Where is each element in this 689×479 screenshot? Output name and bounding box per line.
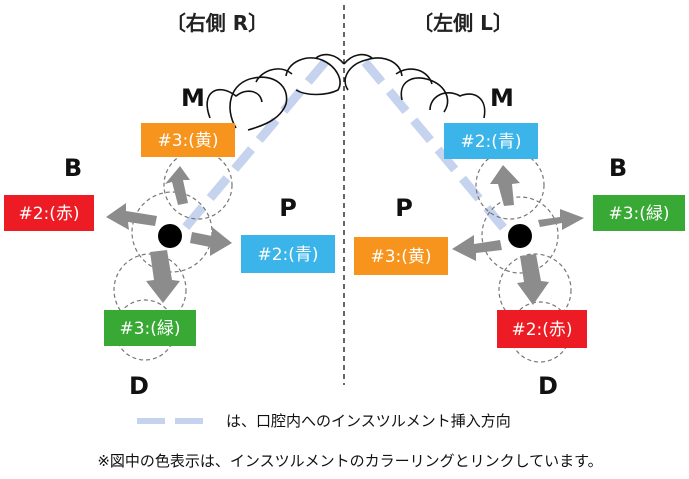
arrow-shape xyxy=(452,235,502,261)
direction-p-left: P xyxy=(395,194,413,222)
tooth-outline xyxy=(255,68,293,83)
label-right-b: #2:(赤) xyxy=(4,195,94,231)
direction-p-right: P xyxy=(279,194,297,222)
side-title-left: 〔左側 L〕 xyxy=(413,11,513,35)
direction-m-left: M xyxy=(490,84,514,112)
tooth-outline xyxy=(400,77,449,113)
label-left-b: #3:(緑) xyxy=(593,195,685,231)
label-left-p: #3:(黄) xyxy=(354,237,448,275)
tooth-outline xyxy=(206,88,263,119)
label-right-d: #3:(緑) xyxy=(104,310,196,346)
direction-b-left: B xyxy=(609,154,627,182)
tooth-arch xyxy=(206,53,486,131)
arrow-shape xyxy=(106,203,157,230)
tooth-outline xyxy=(343,53,373,65)
tooth-outline xyxy=(315,53,345,65)
dashed-circle xyxy=(163,150,233,220)
svg-text:#3:(黄): #3:(黄) xyxy=(157,131,218,151)
direction-d-right: D xyxy=(129,372,149,400)
insertion-line-left xyxy=(361,59,516,241)
svg-text:#2:(赤): #2:(赤) xyxy=(511,320,572,340)
tooth-outline xyxy=(395,68,433,85)
direction-m-right: M xyxy=(181,84,205,112)
legend-note: ※図中の色表示は、インスツルメントのカラーリングとリンクしています。 xyxy=(97,452,602,470)
label-right-p: #2:(青) xyxy=(241,235,335,273)
arrow-shape xyxy=(190,227,232,256)
direction-b-right: B xyxy=(64,154,82,182)
arrow-shape xyxy=(146,250,180,303)
direction-d-left: D xyxy=(538,372,558,400)
side-title-right: 〔右側 R〕 xyxy=(166,11,268,35)
dashed-circle xyxy=(475,150,545,220)
label-left-d: #2:(赤) xyxy=(497,310,587,348)
svg-text:#3:(緑): #3:(緑) xyxy=(608,204,669,224)
dashed-circle xyxy=(481,196,559,274)
svg-text:#3:(緑): #3:(緑) xyxy=(119,319,180,339)
direction-arrows xyxy=(106,165,584,305)
pivot-dot xyxy=(508,224,532,248)
label-left-m: #2:(青) xyxy=(444,123,538,159)
pivot-dot xyxy=(158,224,182,248)
tooth-outline xyxy=(429,92,486,119)
label-right-m: #3:(黄) xyxy=(141,123,235,157)
arrow-shape xyxy=(165,166,190,205)
svg-text:#2:(赤): #2:(赤) xyxy=(18,204,79,224)
legend-insertion-text: は、口腔内へのインスツルメント挿入方向 xyxy=(226,412,511,430)
arrow-shape xyxy=(490,165,520,206)
svg-text:#3:(黄): #3:(黄) xyxy=(370,247,431,267)
tooth-outline xyxy=(285,57,341,96)
arrow-shape xyxy=(517,254,549,305)
tooth-outline xyxy=(229,76,288,131)
svg-text:#2:(青): #2:(青) xyxy=(257,245,318,265)
svg-text:#2:(青): #2:(青) xyxy=(460,132,521,152)
arrow-shape xyxy=(538,209,584,230)
tooth-outline xyxy=(344,57,403,91)
